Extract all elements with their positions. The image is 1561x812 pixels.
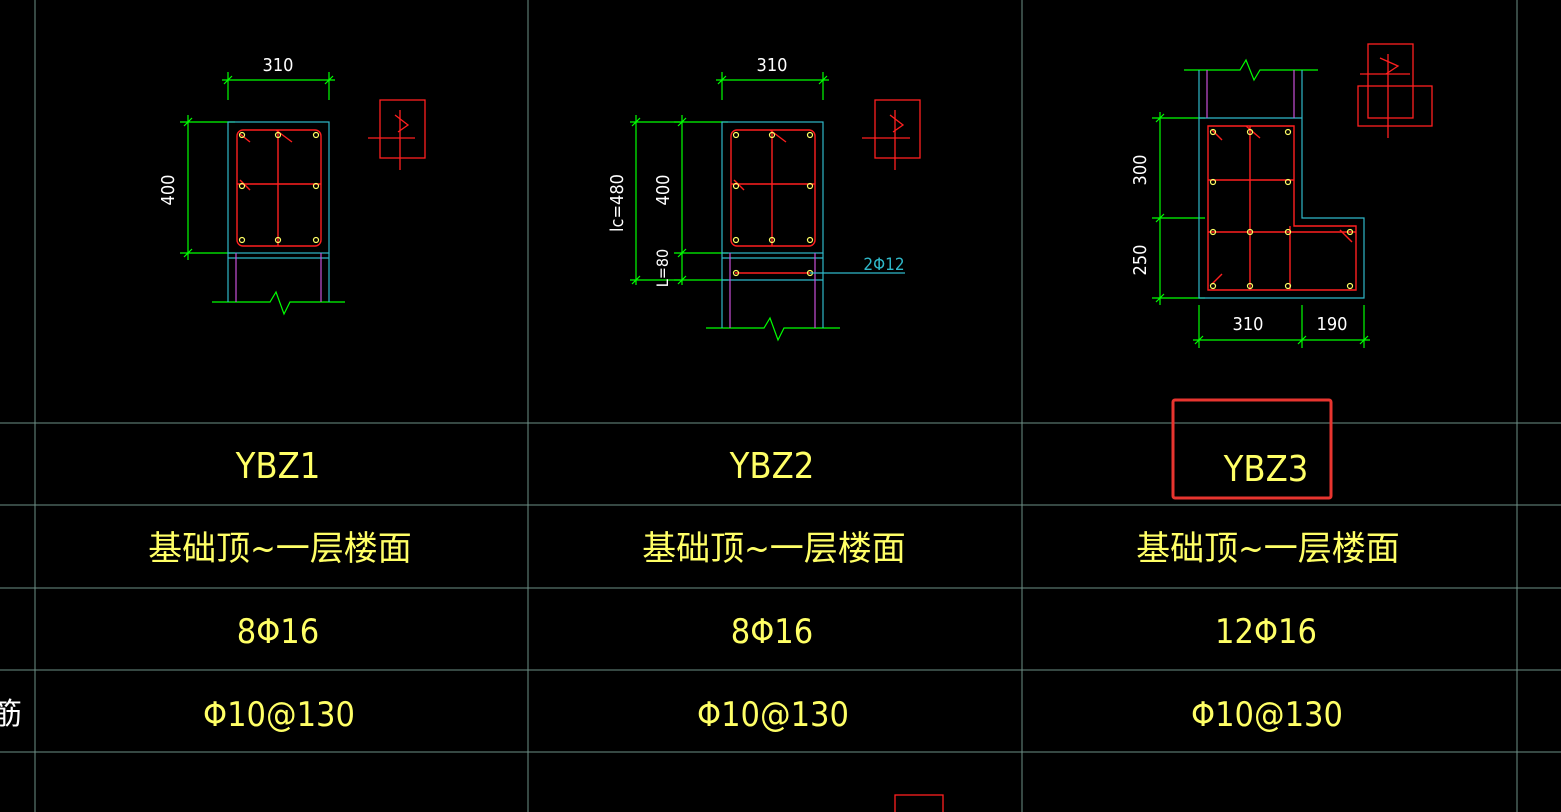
ybz2-concrete-outline xyxy=(721,121,824,328)
ybz1-rebar-cage xyxy=(236,129,322,247)
ybz3-dim-height-lower: 250 xyxy=(1130,245,1151,276)
ybz3-dim-height-upper: 300 xyxy=(1130,155,1151,186)
ybz3-longitudinal: 12Φ16 xyxy=(1215,612,1317,652)
ybz3-concrete-outline xyxy=(1198,70,1365,299)
ybz1-rebar-dots xyxy=(238,131,320,244)
row-label-column: 筋 xyxy=(0,697,22,732)
ybz2-stirrup-detail xyxy=(862,99,921,170)
ybz3-wall-edges xyxy=(1206,70,1295,118)
ybz2-rebar-dots xyxy=(732,131,814,277)
ybz3-stirrup: Φ10@130 xyxy=(1191,695,1343,735)
ybz2-extra-bars-label: 2Φ12 xyxy=(863,255,904,275)
ybz3-section-drawing[interactable]: 300 250 310 190 xyxy=(1130,43,1433,348)
ybz2-dim-l: L=80 xyxy=(653,249,672,287)
ybz3-elevation: 基础顶~一层楼面 xyxy=(1136,529,1400,569)
elevation-row: 基础顶~一层楼面 基础顶~一层楼面 基础顶~一层楼面 xyxy=(148,529,1400,569)
ybz1-dimension-lines xyxy=(180,72,345,316)
ybz2-stirrup: Φ10@130 xyxy=(697,695,849,735)
ybz3-dim-width2: 190 xyxy=(1317,314,1348,335)
ybz1-elevation: 基础顶~一层楼面 xyxy=(148,529,412,569)
ybz1-dim-height: 400 xyxy=(158,175,179,206)
stirrup-row: Φ10@130 Φ10@130 Φ10@130 xyxy=(203,695,1343,735)
ybz1-section-drawing[interactable]: 310 400 xyxy=(158,55,426,316)
ybz3-rebar-cage xyxy=(1207,125,1357,291)
ybz3-stirrup-detail xyxy=(1357,43,1433,138)
ybz1-dim-width: 310 xyxy=(263,55,294,76)
ybz1-concrete-outline xyxy=(227,121,330,302)
partial-stirrup-detail-bottom xyxy=(894,794,944,812)
ybz3-dimension-lines xyxy=(1152,58,1370,348)
ybz2-dim-height: 400 xyxy=(653,175,674,206)
ybz1-code[interactable]: YBZ1 xyxy=(235,446,321,487)
ybz1-stirrup: Φ10@130 xyxy=(203,695,355,735)
ybz2-rebar-cage xyxy=(730,129,816,274)
ybz3-dim-width: 310 xyxy=(1233,314,1264,335)
ybz2-dim-lc: lc=480 xyxy=(607,174,628,232)
ybz2-dimension-lines xyxy=(630,72,840,342)
ybz3-code[interactable]: YBZ3 xyxy=(1223,449,1309,490)
column-codes-row: YBZ1 YBZ2 YBZ3 xyxy=(235,446,1309,490)
ybz2-elevation: 基础顶~一层楼面 xyxy=(642,529,906,569)
ybz3-rebar-dots xyxy=(1209,128,1354,290)
ybz2-dim-width: 310 xyxy=(757,55,788,76)
ybz2-code[interactable]: YBZ2 xyxy=(729,446,815,487)
ybz3-highlight-box xyxy=(1171,398,1333,500)
ybz2-longitudinal: 8Φ16 xyxy=(731,612,813,652)
ybz1-wall-edges xyxy=(235,253,322,302)
longitudinal-rebar-row: 8Φ16 8Φ16 12Φ16 xyxy=(237,612,1317,652)
ybz1-stirrup-detail xyxy=(368,99,426,170)
ybz1-longitudinal: 8Φ16 xyxy=(237,612,319,652)
row-label-fragment: 筋 xyxy=(0,697,22,732)
ybz2-wall-edges xyxy=(729,253,816,328)
ybz2-section-drawing[interactable]: 310 400 lc=480 L=80 xyxy=(607,55,921,342)
